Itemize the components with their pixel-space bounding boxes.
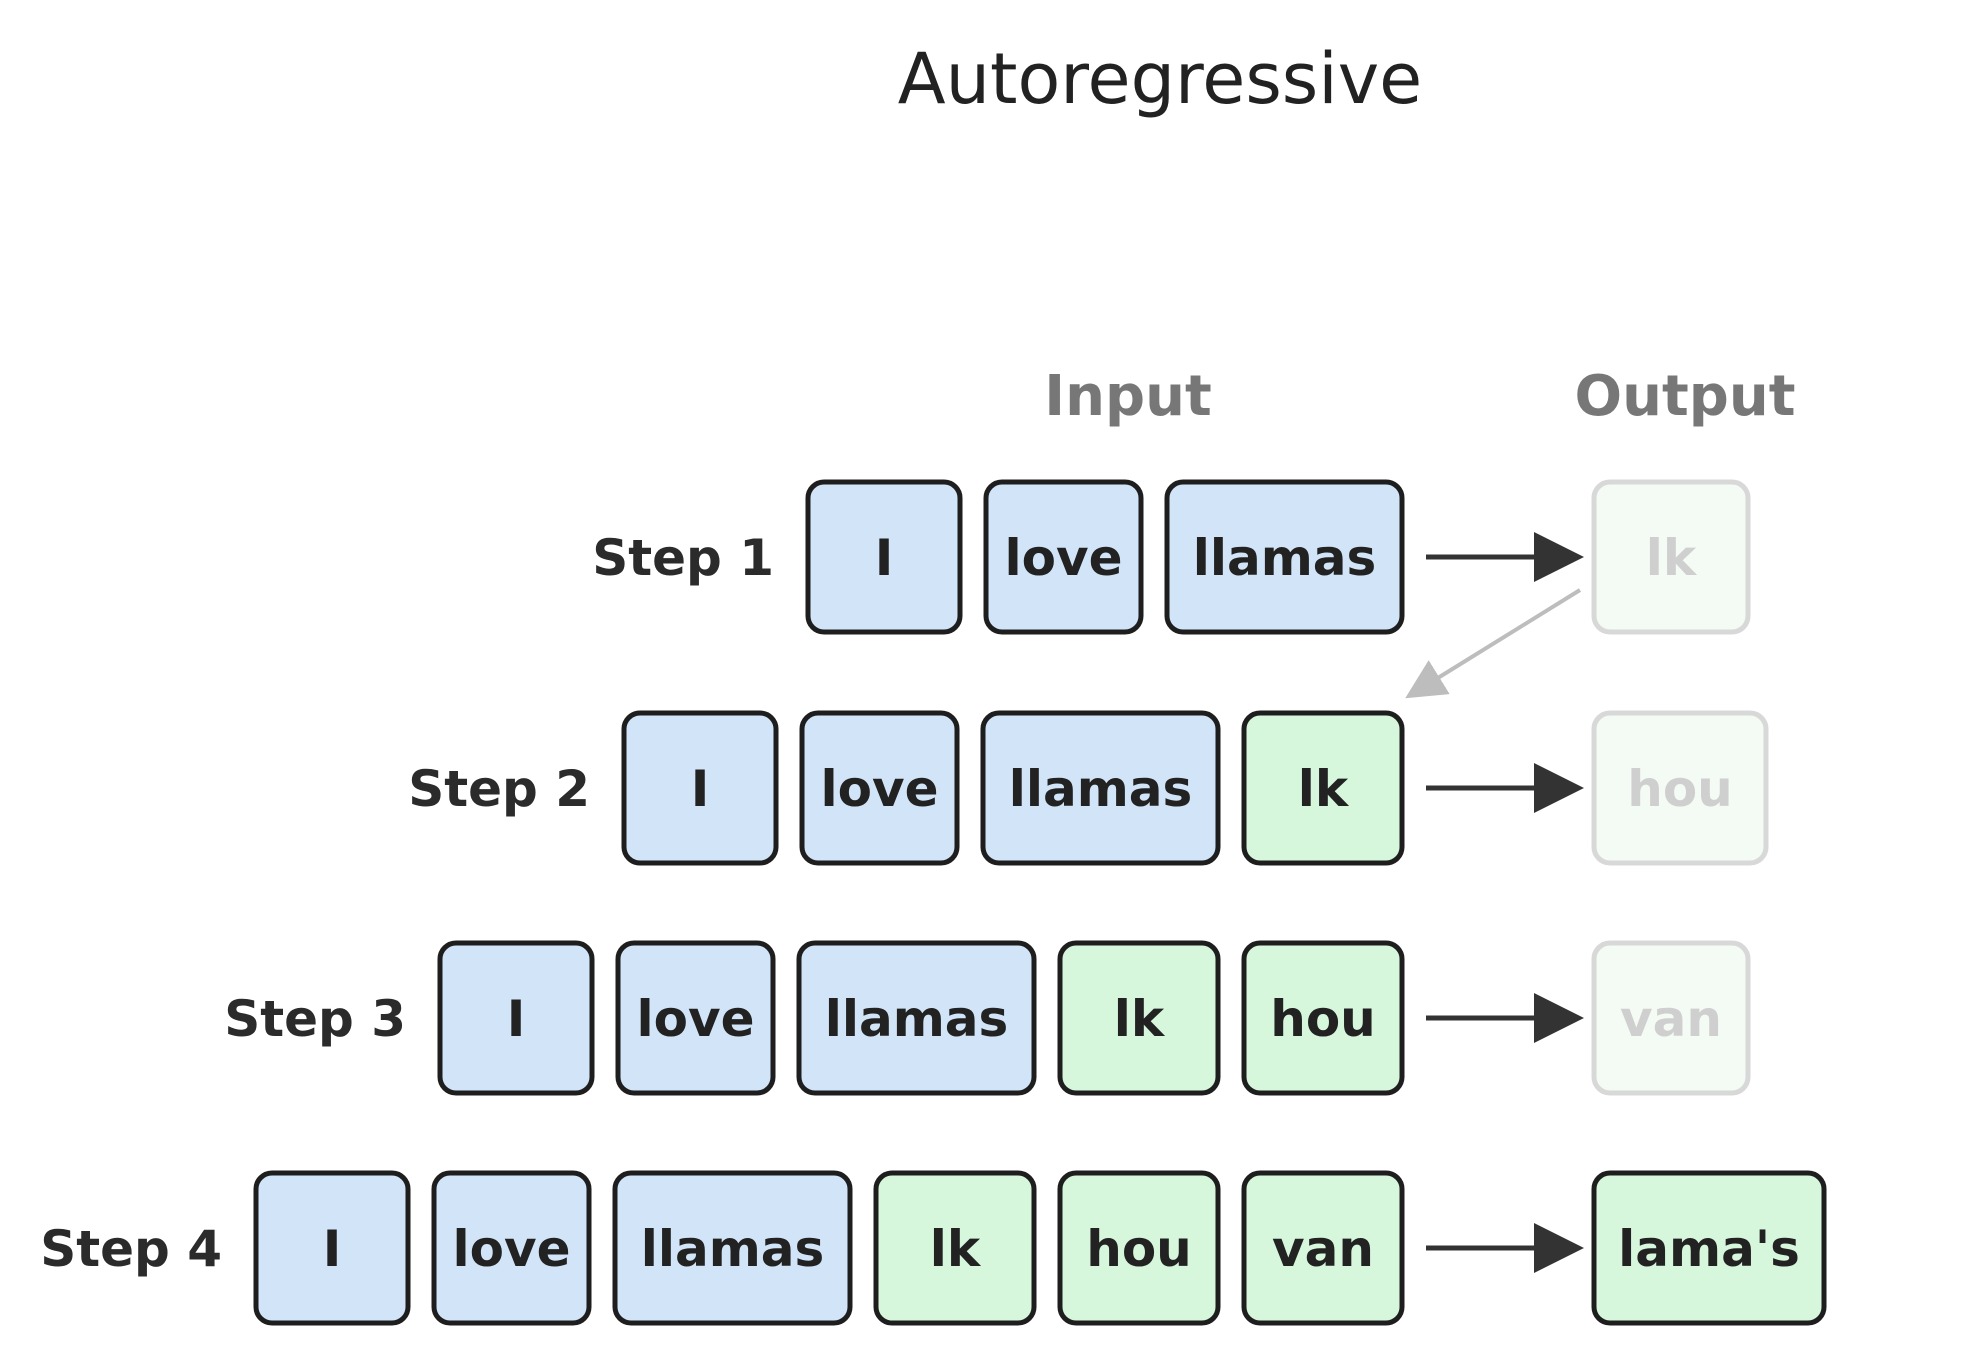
token-label: llamas [1193,529,1377,587]
generated-token-box [1241,1170,1405,1326]
step-label: Step 4 [40,1220,222,1278]
input-token-box [621,710,779,866]
output-token-label: lk [1646,529,1698,587]
token-label: llamas [1009,760,1193,818]
step-label: Step 3 [224,990,406,1048]
token-label: love [1005,529,1123,587]
token-label: lk [1298,760,1350,818]
generated-token-box [1057,940,1221,1096]
output-token-label: hou [1627,760,1733,818]
diagram-title: Autoregressive [898,38,1422,120]
token-label: love [821,760,939,818]
input-token-box [983,479,1144,635]
token-label: I [875,529,894,587]
output-header: Output [1575,364,1796,429]
step-label: Step 2 [408,760,590,818]
input-token-box [437,940,595,1096]
input-token-box [799,710,960,866]
output-token-label: van [1620,990,1722,1048]
input-token-box [612,1170,853,1326]
input-token-box [796,940,1037,1096]
feedback-arrow [1405,588,1582,699]
generated-token-box [1057,1170,1221,1326]
step-label: Step 1 [592,529,774,587]
output-token-box [1591,710,1769,866]
token-label: love [637,990,755,1048]
token-label: lk [1114,990,1166,1048]
token-label: hou [1270,990,1376,1048]
token-label: van [1272,1220,1374,1278]
generated-token-box [1241,940,1405,1096]
token-label: I [323,1220,342,1278]
token-label: llamas [641,1220,825,1278]
token-label: hou [1086,1220,1192,1278]
token-label: I [691,760,710,818]
input-token-box [980,710,1221,866]
output-token-box [1591,940,1751,1096]
generated-token-box [1241,710,1405,866]
input-token-box [253,1170,411,1326]
input-token-box [1164,479,1405,635]
token-label: llamas [825,990,1009,1048]
token-label: I [507,990,526,1048]
output-token-label: lama's [1618,1220,1800,1278]
output-token-box [1591,1170,1827,1326]
output-token-box [1591,479,1751,635]
token-label: lk [930,1220,982,1278]
token-label: love [453,1220,571,1278]
input-header: Input [1044,364,1211,429]
input-token-box [805,479,963,635]
generated-token-box [873,1170,1037,1326]
input-token-box [615,940,776,1096]
input-token-box [431,1170,592,1326]
